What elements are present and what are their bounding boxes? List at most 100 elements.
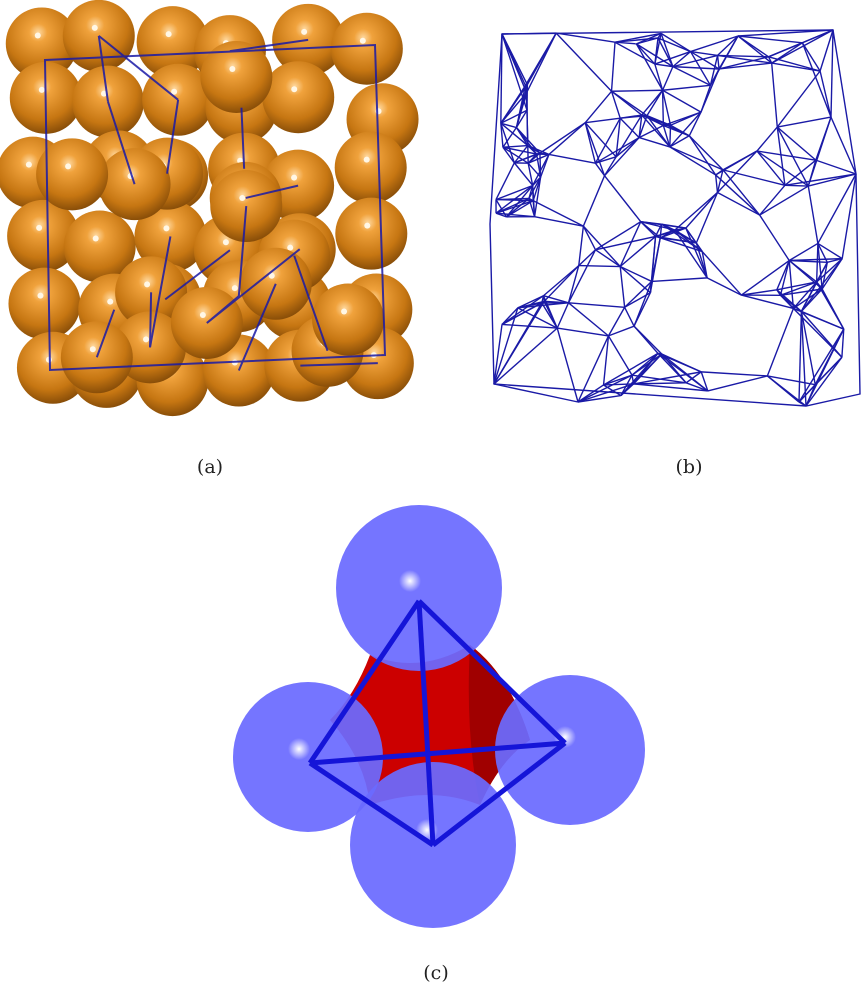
delaunay-edge [605, 176, 641, 222]
sphere-highlight [107, 299, 113, 305]
sphere-highlight [90, 346, 96, 352]
delaunay-edge [663, 90, 701, 112]
delaunay-edge [717, 151, 756, 192]
delaunay-edge [604, 385, 621, 396]
network-edge [150, 292, 151, 347]
delaunay-edge [585, 123, 604, 176]
sphere-highlight [364, 223, 370, 229]
delaunay-edge [494, 328, 557, 384]
delaunay-edge [533, 154, 549, 185]
delaunay-edge [767, 376, 815, 385]
sphere-highlight [26, 162, 32, 168]
delaunay-edge [815, 329, 843, 385]
sphere-highlight [163, 225, 169, 231]
delaunay-edge [831, 117, 856, 174]
delaunay-edge [707, 278, 741, 295]
orange-sphere [262, 61, 334, 133]
delaunay-edge [608, 307, 624, 336]
delaunay-edge [716, 175, 718, 193]
delaunay-edge [760, 186, 809, 215]
sphere-highlight [143, 336, 149, 342]
delaunay-edge [604, 353, 658, 385]
delaunay-edge [767, 376, 799, 402]
delaunay-edge [612, 42, 615, 91]
delaunay-edge [533, 201, 583, 226]
delaunay-edge [502, 34, 527, 93]
orange-sphere [331, 13, 403, 85]
delaunay-edge [702, 252, 741, 296]
caption-a: (a) [170, 456, 250, 478]
delaunay-edge [579, 266, 620, 267]
delaunay-edge [777, 71, 820, 127]
sphere-highlight [239, 195, 245, 201]
delaunay-edge [494, 324, 502, 384]
delaunay-edge [785, 185, 808, 186]
delaunay-edge [608, 336, 632, 375]
sphere-highlight [341, 309, 347, 315]
sphere-highlight [287, 245, 293, 251]
delaunay-edge [557, 328, 578, 402]
sphere-highlight [301, 29, 307, 35]
delaunay-edge [673, 67, 719, 69]
delaunay-edge [605, 138, 640, 176]
delaunay-edge [719, 63, 772, 69]
delaunay-edge [583, 176, 604, 226]
orange-sphere [335, 198, 407, 270]
delaunay-edge [760, 215, 790, 260]
sphere-top [336, 505, 502, 671]
sphere-highlight [39, 87, 45, 93]
delaunay-edge [634, 326, 662, 354]
delaunay-edge [696, 193, 717, 243]
delaunay-edge [632, 354, 662, 375]
delaunay-edge [701, 69, 719, 112]
sphere-highlight [35, 32, 41, 38]
delaunay-edge [625, 307, 634, 326]
delaunay-edge [808, 117, 831, 186]
tetrahedron-svg [220, 505, 660, 935]
delaunay-edge [701, 372, 767, 376]
delaunay-edge [636, 44, 662, 90]
delaunay-edge [655, 52, 691, 64]
delaunay-edge [767, 308, 793, 375]
delaunay-edge [808, 186, 818, 243]
delaunay-edge [663, 85, 711, 90]
delaunay-edge [540, 123, 585, 153]
sphere-highlight [291, 86, 297, 92]
delaunay-edge [494, 301, 544, 384]
sphere-highlight [92, 25, 98, 31]
orange-sphere [210, 170, 282, 242]
sphere-highlight [291, 175, 297, 181]
delaunay-edge [670, 147, 716, 175]
sphere-highlight [200, 312, 206, 318]
caption-c: (c) [396, 962, 476, 984]
sphere-highlight [232, 285, 238, 291]
delaunay-edge [652, 278, 707, 282]
delaunay-edge [655, 64, 663, 90]
sphere-highlight [65, 163, 71, 169]
orange-sphere [8, 268, 80, 340]
delaunay-edge [540, 153, 541, 177]
delaunay-edge [608, 326, 634, 336]
delaunay-edge [595, 236, 655, 249]
delaunay-edge [549, 123, 585, 155]
delaunay-edge [585, 91, 611, 122]
delaunay-edge [816, 160, 856, 174]
delaunay-edge [615, 42, 655, 64]
delaunay-edge [772, 63, 778, 127]
delaunay-edge [670, 147, 723, 170]
delaunay-edge [621, 354, 662, 396]
delaunay-edge [620, 267, 624, 308]
delaunay-edge [723, 151, 757, 170]
delaunay-edge [661, 33, 690, 51]
delaunay-edge [527, 33, 557, 93]
delaunay-edge [670, 136, 689, 147]
orange-sphere [312, 284, 384, 356]
delaunay-edge [789, 243, 818, 260]
sphere-highlight [36, 225, 42, 231]
sphere-packing-svg [0, 0, 430, 420]
sphere-highlight [166, 31, 172, 37]
delaunay-edge [663, 67, 673, 91]
delaunay-edge [817, 243, 818, 282]
delaunay-edge [612, 90, 663, 91]
delaunay-edge [642, 90, 663, 115]
